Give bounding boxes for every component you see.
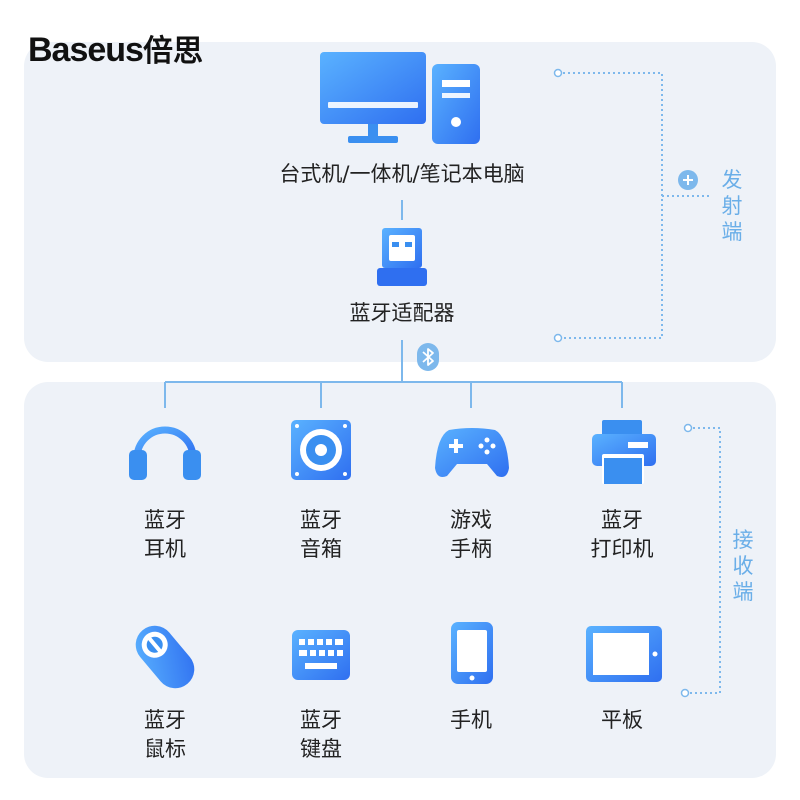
device-label-keyboard: 蓝牙 键盘 [300, 708, 342, 761]
bluetooth-icon [417, 343, 439, 371]
device-label-headphones: 蓝牙 耳机 [144, 508, 186, 561]
device-label-gamepad: 游戏 手柄 [450, 508, 492, 561]
phone-icon [451, 622, 493, 684]
monitor-icon [320, 52, 426, 143]
pc-tower-icon [432, 64, 480, 144]
receiver-side-label: 接 收 端 [732, 528, 754, 604]
sender-side-label: 发 射 端 [721, 168, 743, 244]
mouse-icon [135, 625, 195, 689]
printer-icon [592, 420, 656, 484]
adapter-label: 蓝牙适配器 [349, 301, 455, 325]
device-label-mouse: 蓝牙 鼠标 [144, 708, 186, 761]
brand-latin: Baseus [28, 31, 144, 69]
device-label-tablet: 平板 [601, 708, 643, 732]
gamepad-icon [435, 428, 509, 477]
device-label-speaker: 蓝牙 音箱 [300, 508, 342, 561]
brand-logo: Baseus倍思 [28, 30, 203, 72]
usb-adapter-icon [377, 228, 427, 286]
brand-chinese: 倍思 [142, 34, 203, 69]
tablet-icon [586, 626, 662, 682]
headphones-icon [129, 426, 201, 480]
computer-label: 台式机/一体机/笔记本电脑 [279, 162, 525, 186]
speaker-icon [291, 420, 351, 480]
keyboard-icon [292, 630, 350, 680]
device-label-phone: 手机 [450, 708, 492, 732]
device-label-printer: 蓝牙 打印机 [590, 508, 654, 561]
